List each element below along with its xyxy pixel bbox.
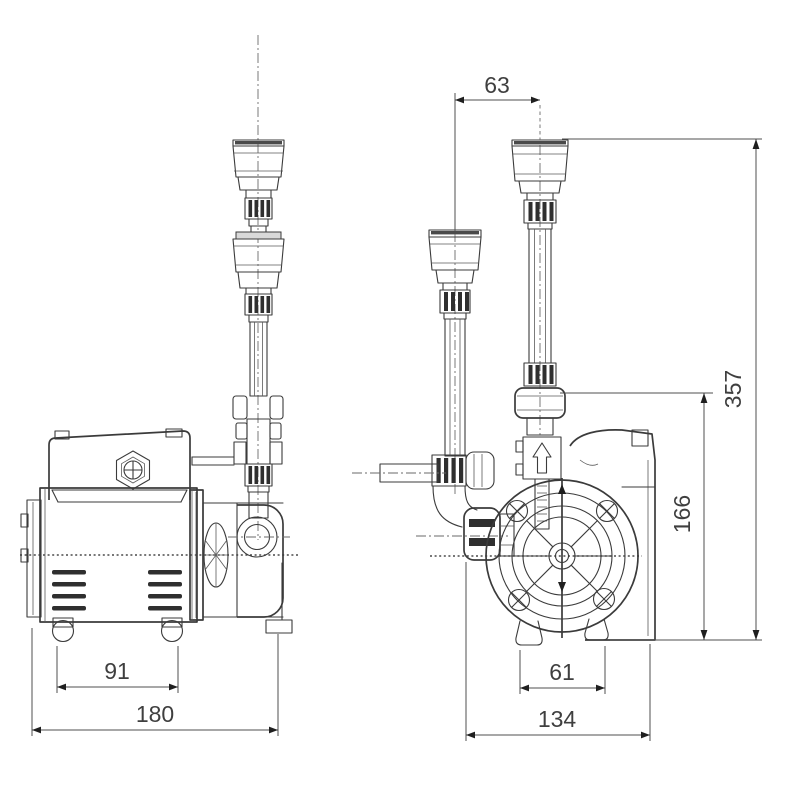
dim-overall-height: 357 xyxy=(562,138,762,641)
dim-outlet-height: 166 xyxy=(560,392,713,640)
dim-hose-spacing: 63 xyxy=(454,72,541,231)
pump-head-side xyxy=(189,489,293,634)
push-fit-connector-middle xyxy=(232,231,285,323)
dim-front-foot-spacing: 61 xyxy=(519,646,606,694)
side-view xyxy=(20,35,300,643)
inlet-elbow xyxy=(432,485,463,528)
motor-side xyxy=(20,428,198,643)
flow-arrow-plate xyxy=(515,436,562,530)
dim-text-hose-spacing: 63 xyxy=(484,72,510,98)
dim-front-overall-width: 134 xyxy=(465,562,651,741)
dim-text-overall-height: 357 xyxy=(720,370,746,408)
dim-text-front-foot-spacing: 61 xyxy=(549,659,575,685)
screw-icon xyxy=(505,499,529,523)
lower-coupling xyxy=(244,463,273,519)
dim-text-outlet-height: 166 xyxy=(669,495,695,533)
screw-icon xyxy=(595,499,619,523)
dim-side-overall-depth: 180 xyxy=(31,628,279,736)
vent-slots xyxy=(52,570,182,611)
inlet-hose xyxy=(352,229,515,561)
terminal-box xyxy=(48,428,191,503)
dim-text-side-foot-spacing: 91 xyxy=(104,658,130,684)
motor-front xyxy=(569,429,656,641)
pump-face xyxy=(485,478,639,646)
push-fit-connector-top xyxy=(232,139,285,233)
screw-icon xyxy=(507,588,531,612)
up-arrow-icon xyxy=(532,442,552,474)
motor-feet-side xyxy=(51,617,184,643)
hex-gland-icon xyxy=(115,450,151,490)
dim-text-front-overall-width: 134 xyxy=(538,706,577,732)
outlet-hose xyxy=(511,139,569,436)
side-port-stub xyxy=(352,463,446,483)
pump-feet-front xyxy=(515,618,609,646)
dimensions: 63 357 166 91 xyxy=(31,72,762,741)
dim-text-side-overall-depth: 180 xyxy=(136,701,174,727)
support-bracket xyxy=(191,456,235,466)
screw-icon xyxy=(592,587,616,611)
front-view xyxy=(352,139,656,646)
dim-side-foot-spacing: 91 xyxy=(56,646,179,693)
